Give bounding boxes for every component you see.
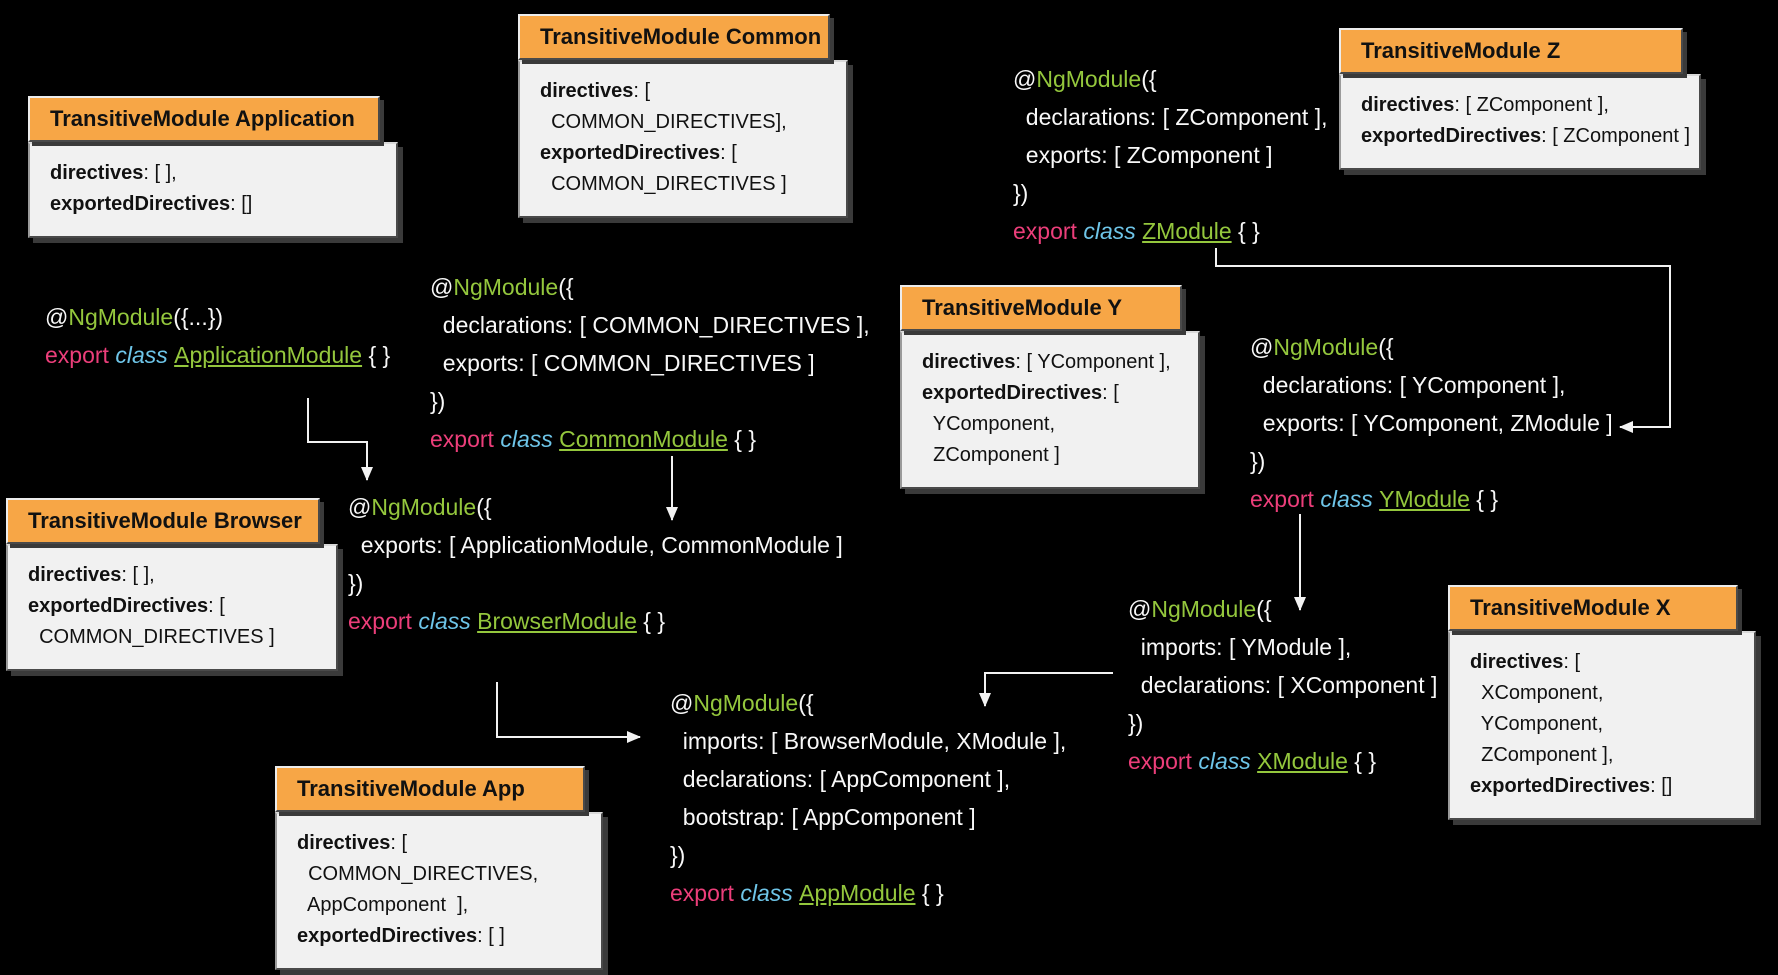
common-module-code: @NgModule({ declarations: [ COMMON_DIREC… bbox=[430, 268, 870, 458]
code-line: }) bbox=[1250, 448, 1266, 474]
box-body: directives: [ COMMON_DIRECTIVES, AppComp… bbox=[275, 812, 603, 970]
code-line: }) bbox=[430, 388, 446, 414]
box-line: ZComponent ] bbox=[922, 444, 1060, 466]
box-body: directives: [ YComponent ], exportedDirec… bbox=[900, 331, 1200, 489]
code-line: @NgModule({ bbox=[1013, 66, 1157, 92]
code-line: export class CommonModule { } bbox=[430, 426, 757, 452]
transitive-module-browser-box: TransitiveModule Browser directives: [ ]… bbox=[6, 498, 338, 671]
box-line: COMMON_DIRECTIVES ] bbox=[540, 173, 787, 195]
box-body: directives: [ ], exportedDirectives: [] bbox=[28, 142, 398, 238]
box-title: TransitiveModule Common bbox=[518, 14, 830, 60]
app-module-code: @NgModule({ imports: [ BrowserModule, XM… bbox=[670, 684, 1066, 912]
code-line: declarations: [ XComponent ] bbox=[1128, 672, 1438, 698]
box-title: TransitiveModule App bbox=[275, 766, 585, 812]
box-body: directives: [ ], exportedDirectives: [ CO… bbox=[6, 544, 338, 671]
box-line: YComponent, bbox=[1470, 713, 1604, 735]
code-line: }) bbox=[1128, 710, 1144, 736]
code-line: export class AppModule { } bbox=[670, 880, 944, 906]
code-line: export class ZModule { } bbox=[1013, 218, 1260, 244]
code-line: export class XModule { } bbox=[1128, 748, 1377, 774]
box-line: directives: [ ], bbox=[50, 162, 177, 184]
box-line: directives: [ ], bbox=[28, 564, 155, 586]
code-line: @NgModule({ bbox=[348, 494, 492, 520]
application-module-code: @NgModule({...}) export class Application… bbox=[45, 298, 390, 374]
transitive-module-application-box: TransitiveModule Application directives:… bbox=[28, 96, 398, 238]
code-line: }) bbox=[348, 570, 364, 596]
code-line: declarations: [ ZComponent ], bbox=[1013, 104, 1328, 130]
box-title: TransitiveModule Y bbox=[900, 285, 1182, 331]
code-line: export class BrowserModule { } bbox=[348, 608, 666, 634]
box-title: TransitiveModule Z bbox=[1339, 28, 1683, 74]
code-line: }) bbox=[670, 842, 686, 868]
box-line: directives: [ bbox=[540, 80, 651, 102]
box-body: directives: [ COMMON_DIRECTIVES],exporte… bbox=[518, 60, 848, 218]
code-line: @NgModule({ bbox=[670, 690, 814, 716]
box-line: directives: [ ZComponent ], bbox=[1361, 94, 1609, 116]
box-title: TransitiveModule X bbox=[1448, 585, 1738, 631]
transitive-module-app-box: TransitiveModule App directives: [ COMMO… bbox=[275, 766, 603, 970]
box-line: exportedDirectives: [ bbox=[922, 382, 1119, 404]
box-line: directives: [ bbox=[1470, 651, 1581, 673]
code-line: declarations: [ YComponent ], bbox=[1250, 372, 1566, 398]
box-title: TransitiveModule Browser bbox=[6, 498, 320, 544]
box-line: COMMON_DIRECTIVES, bbox=[297, 863, 539, 885]
box-title: TransitiveModule Application bbox=[28, 96, 380, 142]
code-line: exports: [ COMMON_DIRECTIVES ] bbox=[430, 350, 815, 376]
box-line: exportedDirectives: [] bbox=[50, 193, 253, 215]
code-line: @NgModule({ bbox=[1128, 596, 1272, 622]
box-line: ZComponent ], bbox=[1470, 744, 1614, 766]
box-line: exportedDirectives: [ bbox=[540, 142, 737, 164]
code-line: export class YModule { } bbox=[1250, 486, 1499, 512]
transitive-module-common-box: TransitiveModule Common directives: [ CO… bbox=[518, 14, 848, 218]
code-line: exports: [ ApplicationModule, CommonModu… bbox=[348, 532, 843, 558]
arrow-browsermodule-to-appmodule bbox=[496, 682, 641, 743]
box-line: AppComponent ], bbox=[297, 894, 469, 916]
box-line: COMMON_DIRECTIVES], bbox=[540, 111, 787, 133]
code-line: }) bbox=[1013, 180, 1029, 206]
x-module-code: @NgModule({ imports: [ YModule ], declar… bbox=[1128, 590, 1437, 780]
box-line: directives: [ YComponent ], bbox=[922, 351, 1171, 373]
code-line: @NgModule({ bbox=[1250, 334, 1394, 360]
box-line: XComponent, bbox=[1470, 682, 1604, 704]
code-line: @NgModule({...}) bbox=[45, 304, 224, 330]
box-line: YComponent, bbox=[922, 413, 1056, 435]
code-line: @NgModule({ bbox=[430, 274, 574, 300]
browser-module-code: @NgModule({ exports: [ ApplicationModule… bbox=[348, 488, 843, 640]
code-line: declarations: [ AppComponent ], bbox=[670, 766, 1011, 792]
code-line: imports: [ BrowserModule, XModule ], bbox=[670, 728, 1067, 754]
arrow-applicationmodule-to-browsermodule bbox=[307, 398, 373, 481]
transitive-module-x-box: TransitiveModule X directives: [ XCompon… bbox=[1448, 585, 1756, 820]
code-line: exports: [ YComponent, ZModule ] bbox=[1250, 410, 1613, 436]
box-line: exportedDirectives: [ ] bbox=[297, 925, 505, 947]
box-line: exportedDirectives: [] bbox=[1470, 775, 1673, 797]
box-line: exportedDirectives: [ ZComponent ] bbox=[1361, 125, 1691, 147]
transitive-module-z-box: TransitiveModule Z directives: [ ZCompon… bbox=[1339, 28, 1701, 170]
code-line: imports: [ YModule ], bbox=[1128, 634, 1352, 660]
box-body: directives: [ XComponent, YComponent, ZC… bbox=[1448, 631, 1756, 820]
code-line: bootstrap: [ AppComponent ] bbox=[670, 804, 976, 830]
transitive-module-y-box: TransitiveModule Y directives: [ YCompon… bbox=[900, 285, 1200, 489]
box-body: directives: [ ZComponent ], exportedDirec… bbox=[1339, 74, 1701, 170]
box-line: directives: [ bbox=[297, 832, 408, 854]
code-line: exports: [ ZComponent ] bbox=[1013, 142, 1273, 168]
z-module-code: @NgModule({ declarations: [ ZComponent ]… bbox=[1013, 60, 1328, 250]
y-module-code: @NgModule({ declarations: [ YComponent ]… bbox=[1250, 328, 1613, 518]
box-line: exportedDirectives: [ bbox=[28, 595, 225, 617]
code-line: declarations: [ COMMON_DIRECTIVES ], bbox=[430, 312, 870, 338]
box-line: COMMON_DIRECTIVES ] bbox=[28, 626, 275, 648]
code-line: export class ApplicationModule { } bbox=[45, 342, 391, 368]
